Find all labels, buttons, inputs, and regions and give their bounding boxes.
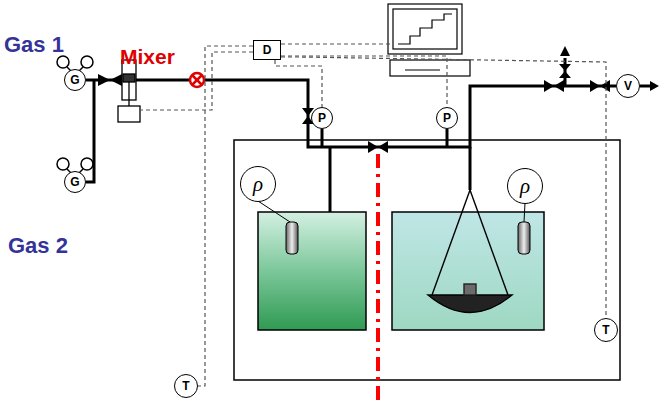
pressure-sensor: P [436,107,458,129]
thermostat-bath [234,140,620,380]
thermometer: T [594,318,618,342]
vacuum-pump: V [616,74,640,98]
symbol-letter: T [602,324,609,336]
arrowhead [560,46,659,91]
symbol-letter: V [624,80,632,92]
symbol-letter: T [182,380,189,392]
signal-line [139,44,390,110]
mixer-symbol [190,73,204,87]
gas-pipes [86,58,652,212]
symbol-letter: ρ [520,176,530,197]
computer [388,4,470,76]
symbol-letter: P [443,112,451,124]
data-logger: D [253,40,281,60]
signal-line [281,57,606,318]
mixer-label: Mixer [120,46,175,67]
sample-basket [428,190,512,313]
pressure-sensor: P [311,107,333,129]
symmetry-line [376,154,380,402]
density-meter: ρ [240,166,276,202]
signal-line [275,60,322,107]
density-probe [258,201,530,254]
thermometer: T [174,374,198,398]
signal-line [281,56,447,107]
gas-label: Gas 2 [8,235,68,257]
gas-cylinder: G [64,69,86,91]
symbol-letter: G [70,74,79,86]
measuring-cell [392,212,544,330]
gas-label: Gas 1 [4,34,64,56]
gas-regulator [57,56,93,173]
valve-symbol [98,64,610,153]
reference-cell [258,212,366,330]
symbol-letter: D [263,44,272,56]
gas-cylinder: G [64,171,86,193]
syringe-pump [118,60,140,122]
density-meter: ρ [507,168,543,204]
symbol-letter: G [70,176,79,188]
symbol-letter: P [318,112,326,124]
signal-line [198,46,253,386]
symbol-letter: ρ [253,174,263,195]
